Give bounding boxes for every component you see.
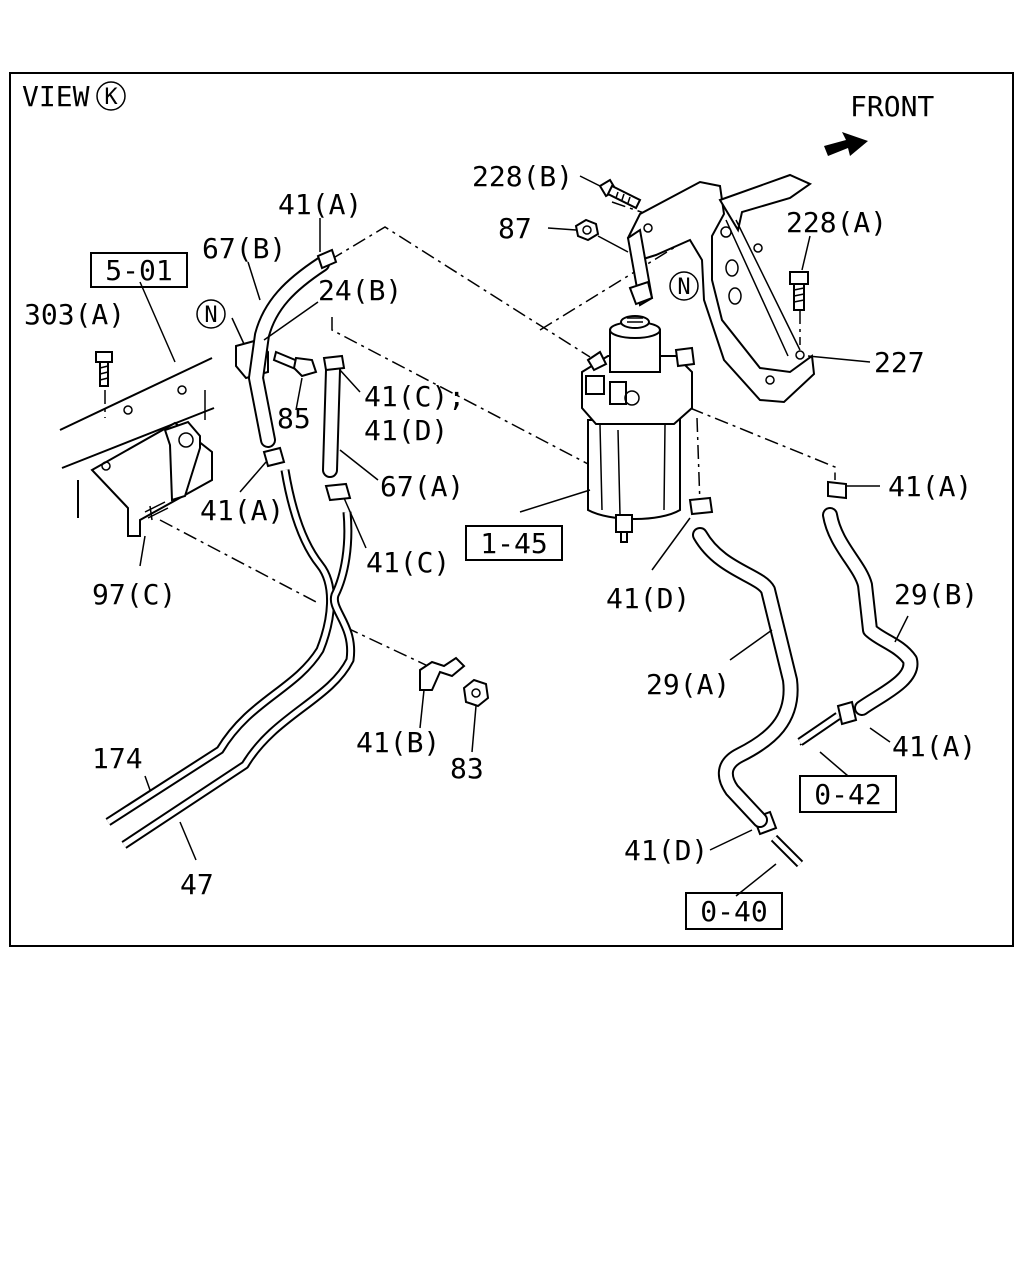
callout-83: 83	[450, 752, 484, 785]
callout-41B: 41(B)	[356, 726, 440, 759]
bolt-303A	[95, 351, 113, 387]
callout-41D-mid: 41(D)	[606, 582, 690, 615]
pipe-stub-0-42	[797, 712, 841, 746]
bolt-228A	[789, 271, 809, 311]
marker-n-left-label: N	[204, 303, 217, 328]
callout-85: 85	[277, 402, 311, 435]
bolt-228B	[598, 178, 642, 210]
hose-67B	[248, 256, 330, 448]
callout-29A: 29(A)	[646, 668, 730, 701]
callout-41A-right: 41(A)	[888, 470, 972, 503]
front-label: FRONT	[850, 90, 934, 123]
callout-67B: 67(B)	[202, 232, 286, 265]
view-letter-circle	[96, 81, 126, 111]
nut-87	[574, 218, 600, 242]
ref-5-01: 5-01	[105, 254, 172, 287]
callout-47: 47	[180, 868, 214, 901]
callout-41D-pair: 41(D)	[364, 414, 448, 447]
callout-41C-semicolon: 41(C);	[364, 380, 465, 413]
callout-228A: 228(A)	[786, 206, 887, 239]
callout-227: 227	[874, 346, 925, 379]
leader-41C	[331, 317, 591, 466]
view-letter: K	[104, 85, 118, 110]
callout-29B: 29(B)	[894, 578, 978, 611]
frame-rail	[59, 357, 215, 518]
callout-174: 174	[92, 742, 143, 775]
pipe-stub-0-40	[770, 834, 804, 868]
ref-0-40: 0-40	[700, 895, 767, 928]
leader-bracket	[539, 235, 694, 331]
callout-303A: 303(A)	[24, 298, 125, 331]
callout-leaders	[139, 175, 909, 897]
callout-24B: 24(B)	[318, 274, 402, 307]
callout-97C: 97(C)	[92, 578, 176, 611]
bracket-97C	[90, 420, 213, 537]
ref-box-1-45	[465, 525, 563, 561]
bracket-227	[626, 173, 816, 404]
callout-41D-bot: 41(D)	[624, 834, 708, 867]
callout-41A-left: 41(A)	[200, 494, 284, 527]
ref-1-45: 1-45	[480, 527, 547, 560]
callout-87: 87	[498, 212, 532, 245]
ref-box-0-40	[685, 892, 783, 930]
diagram-frame	[9, 72, 1014, 947]
ref-box-0-42	[799, 775, 897, 813]
hose-clamps	[262, 248, 858, 836]
hose-29B	[822, 507, 919, 716]
marker-n-left	[196, 299, 226, 329]
marker-n-right-label: N	[677, 275, 690, 300]
clip-41B	[419, 656, 466, 691]
fuel-filter	[581, 315, 696, 543]
nut-83	[462, 678, 490, 708]
callout-41C: 41(C)	[366, 546, 450, 579]
leader-97C	[159, 519, 319, 604]
leader-41A-top	[329, 226, 591, 358]
leader-41A-right	[689, 407, 836, 480]
callout-228B: 228(B)	[472, 160, 573, 193]
hose-29A	[692, 527, 799, 828]
hose-67A	[322, 362, 341, 478]
callout-41A-lower: 41(A)	[892, 730, 976, 763]
ref-box-5-01	[90, 252, 188, 288]
callout-67A: 67(A)	[380, 470, 464, 503]
pipe-47	[121, 511, 356, 849]
view-label: VIEW	[22, 80, 90, 113]
leader-41D-mid	[696, 417, 701, 506]
pipe-174	[105, 469, 335, 826]
leader-41B	[344, 626, 431, 668]
ref-0-42: 0-42	[814, 778, 881, 811]
marker-n-right	[669, 271, 699, 301]
bolt-85	[272, 350, 318, 378]
front-arrow-icon	[824, 132, 868, 156]
callout-41A-top: 41(A)	[278, 188, 362, 221]
